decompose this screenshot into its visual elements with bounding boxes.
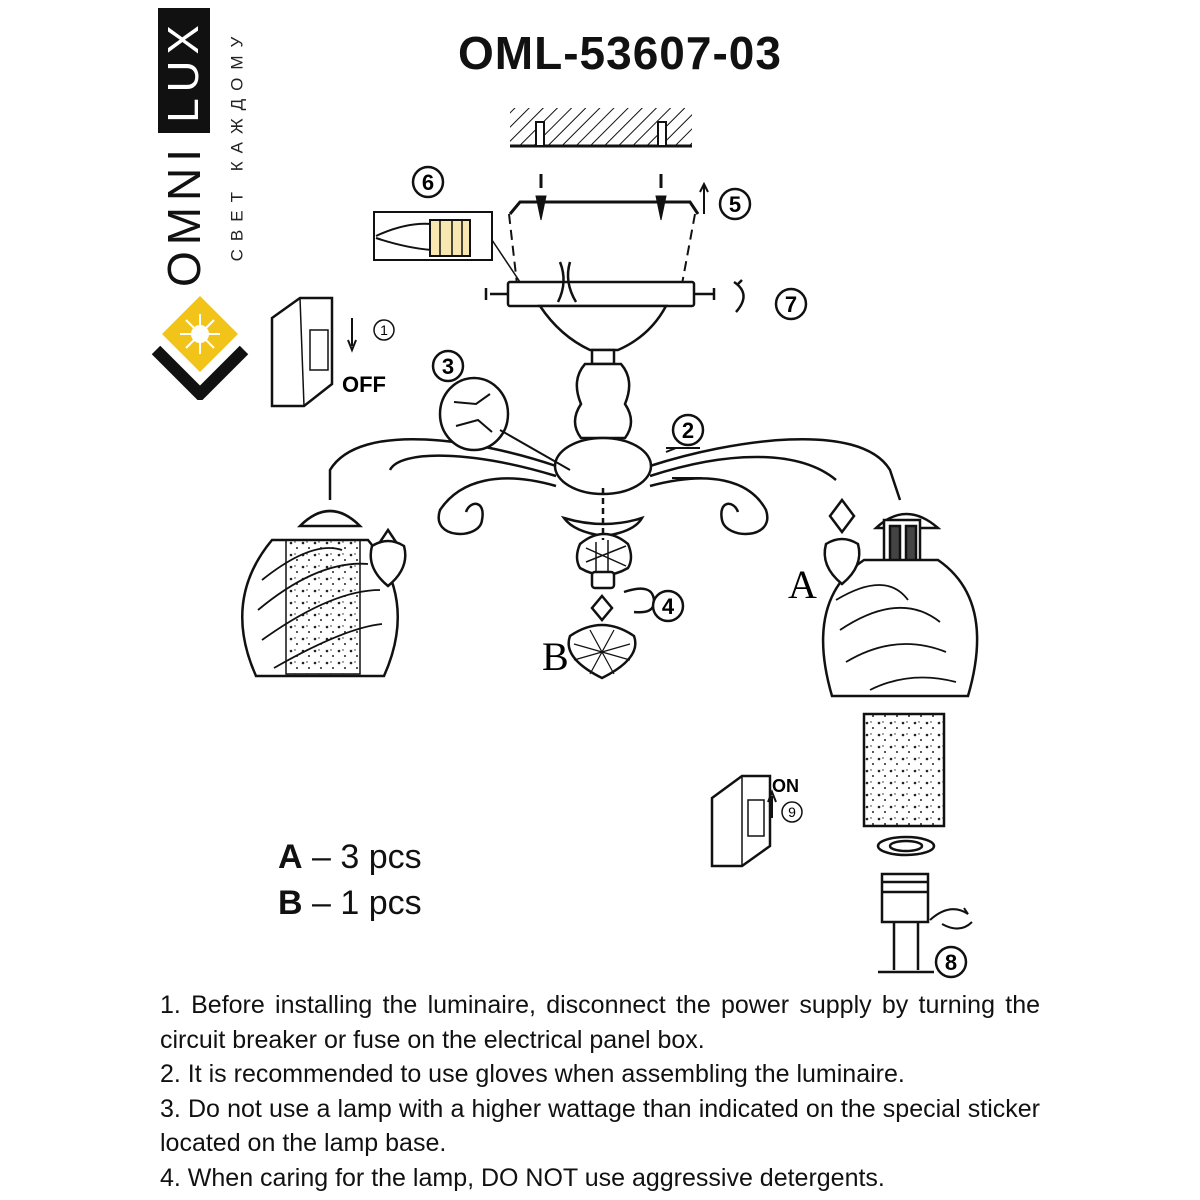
svg-text:7: 7: [785, 292, 797, 317]
svg-text:2: 2: [682, 418, 694, 443]
instruction-1: 1. Before installing the luminaire, disc…: [160, 991, 1040, 1054]
step-badge-8: 8: [934, 945, 968, 979]
parts-list-item-b: B – 1 pcs: [278, 884, 422, 923]
instruction-3: 3. Do not use a lamp with a higher watta…: [160, 1094, 1040, 1158]
svg-text:9: 9: [788, 804, 796, 820]
step-badge-1: 1: [373, 319, 395, 341]
shade-right: [821, 497, 979, 698]
lamp-socket: [876, 835, 973, 974]
switch-on-label: ON: [772, 776, 799, 796]
instruction-4: 4. When caring for the lamp, DO NOT use …: [160, 1163, 885, 1192]
parts-count-b: – 1 pcs: [312, 884, 422, 922]
inner-glass: [862, 712, 946, 828]
page-title: OML-53607-03: [458, 27, 782, 79]
parts-letter-a: A: [278, 838, 303, 876]
parts-letter-b: B: [278, 884, 303, 922]
wall-switch-on: [710, 774, 777, 868]
parts-count-a: – 3 pcs: [312, 838, 422, 876]
step-badge-4: 4: [651, 589, 685, 623]
sun-diamond-logo-icon: [151, 296, 249, 400]
switch-off-label: OFF: [342, 372, 386, 397]
mounting-bracket: [508, 174, 709, 285]
ceiling-mount: [510, 108, 692, 148]
lamp-arms: [328, 437, 902, 536]
step-2-arrow-icon: [665, 447, 702, 479]
assembly-diagram: 6 5 7 3 2 4 8 1 9 OFF ON A B: [241, 108, 979, 979]
step-badge-9: 9: [781, 801, 803, 823]
wall-switch-off: [270, 296, 357, 408]
svg-text:8: 8: [945, 950, 957, 975]
svg-text:4: 4: [662, 594, 675, 619]
center-column: [553, 348, 653, 577]
crystal-b: [567, 570, 656, 680]
step-badge-6: 6: [411, 165, 445, 199]
instructions: 1. Before installing the luminaire, disc…: [160, 988, 1040, 1195]
canopy: [484, 261, 745, 352]
step-badges: 6 5 7 3 2 4 8 1 9: [373, 165, 968, 979]
svg-text:3: 3: [442, 354, 454, 379]
wiring-detail-3: [438, 376, 571, 471]
svg-text:5: 5: [729, 192, 741, 217]
step-badge-3: 3: [431, 349, 465, 383]
step-badge-2: 2: [671, 413, 705, 447]
step-badge-5: 5: [718, 187, 752, 221]
wiring-detail-6: [373, 211, 521, 283]
part-label-b: B: [542, 634, 569, 679]
shade-left: [241, 509, 407, 678]
svg-text:1: 1: [380, 322, 388, 338]
parts-list-item-a: A – 3 pcs: [278, 838, 422, 877]
brand-lux-box: LUX: [158, 8, 210, 133]
instruction-2: 2. It is recommended to use gloves when …: [160, 1060, 905, 1088]
step-badge-7: 7: [774, 287, 808, 321]
svg-text:6: 6: [422, 170, 434, 195]
part-label-a: A: [788, 562, 817, 607]
